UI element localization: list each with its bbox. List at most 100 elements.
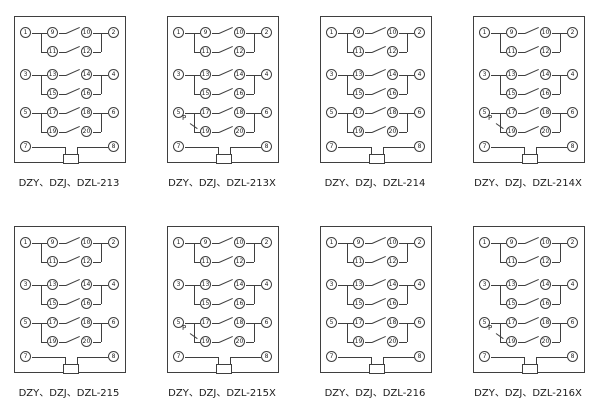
terminal-16: 16 — [234, 298, 245, 309]
lead-line — [65, 357, 66, 366]
lead-line — [212, 243, 219, 244]
lead-line — [101, 243, 102, 262]
lead-line — [185, 75, 200, 76]
lead-line — [194, 243, 195, 262]
terminal-7: 7 — [20, 141, 31, 152]
lead-line — [59, 304, 66, 305]
contact-blade — [524, 236, 539, 244]
lead-line — [59, 75, 66, 76]
lead-line — [399, 323, 414, 324]
lead-line — [500, 243, 501, 262]
terminal-14: 14 — [540, 69, 551, 80]
lead-line — [65, 147, 66, 156]
terminal-6: 6 — [108, 107, 119, 118]
lead-line — [560, 33, 561, 52]
terminal-10: 10 — [540, 27, 551, 38]
terminal-2: 2 — [261, 237, 272, 248]
terminal-14: 14 — [387, 69, 398, 80]
terminal-20: 20 — [387, 126, 398, 137]
terminal-9: 9 — [506, 237, 517, 248]
terminal-19: 19 — [353, 336, 364, 347]
lead-line — [524, 147, 525, 156]
lead-line — [491, 285, 506, 286]
lead-line — [536, 357, 567, 358]
lead-line — [399, 342, 407, 343]
lead-line — [552, 262, 560, 263]
lead-line — [347, 285, 348, 304]
terminal-1: 1 — [479, 237, 490, 248]
terminal-1: 1 — [173, 27, 184, 38]
contact-blade — [524, 297, 539, 305]
terminal-5: 5 — [326, 317, 337, 328]
terminal-8: 8 — [261, 141, 272, 152]
terminal-13: 13 — [506, 69, 517, 80]
relay-coil — [369, 364, 385, 374]
lead-line — [491, 147, 524, 148]
contact-blade — [218, 45, 233, 53]
terminal-7: 7 — [326, 351, 337, 362]
lead-line — [407, 323, 408, 342]
lead-line — [399, 52, 407, 53]
contact-blade — [65, 26, 80, 34]
terminal-15: 15 — [47, 298, 58, 309]
lead-line — [552, 342, 560, 343]
lead-line — [230, 357, 231, 366]
lead-line — [560, 285, 561, 304]
terminal-6: 6 — [414, 107, 425, 118]
terminal-18: 18 — [387, 107, 398, 118]
terminal-14: 14 — [81, 279, 92, 290]
terminal-13: 13 — [506, 279, 517, 290]
contact-blade — [524, 87, 539, 95]
lead-line — [399, 113, 414, 114]
terminal-3: 3 — [326, 279, 337, 290]
lead-line — [212, 262, 219, 263]
contact-blade — [65, 45, 80, 53]
lead-line — [59, 323, 66, 324]
terminal-17: 17 — [200, 107, 211, 118]
terminal-19: 19 — [47, 126, 58, 137]
contact-blade — [524, 316, 539, 324]
contact-blade — [371, 68, 386, 76]
contact-blade — [524, 335, 539, 343]
lead-line — [399, 33, 414, 34]
lead-line — [500, 285, 501, 304]
lead-line — [246, 94, 254, 95]
terminal-16: 16 — [81, 298, 92, 309]
lead-line — [246, 342, 254, 343]
terminal-2: 2 — [108, 27, 119, 38]
lead-line — [254, 75, 255, 94]
lead-line — [560, 323, 561, 342]
lead-line — [41, 342, 47, 343]
contact-blade — [218, 236, 233, 244]
lead-line — [383, 147, 414, 148]
lead-line — [59, 33, 66, 34]
terminal-10: 10 — [81, 237, 92, 248]
lead-line — [41, 323, 42, 342]
terminal-9: 9 — [200, 237, 211, 248]
lead-line — [77, 357, 78, 366]
terminal-3: 3 — [479, 279, 490, 290]
contact-blade — [218, 297, 233, 305]
terminal-11: 11 — [47, 46, 58, 57]
lead-line — [32, 147, 65, 148]
lead-line — [347, 52, 353, 53]
lead-line — [246, 75, 261, 76]
lead-line — [347, 323, 348, 342]
lead-line — [212, 132, 219, 133]
terminal-20: 20 — [234, 126, 245, 137]
terminal-10: 10 — [234, 27, 245, 38]
terminal-3: 3 — [326, 69, 337, 80]
contact-blade — [218, 255, 233, 263]
p-mark-label: P — [182, 324, 187, 332]
terminal-13: 13 — [200, 69, 211, 80]
terminal-8: 8 — [567, 351, 578, 362]
lead-line — [41, 132, 47, 133]
lead-line — [59, 113, 66, 114]
terminal-12: 12 — [234, 46, 245, 57]
lead-line — [518, 323, 525, 324]
contact-blade — [218, 106, 233, 114]
